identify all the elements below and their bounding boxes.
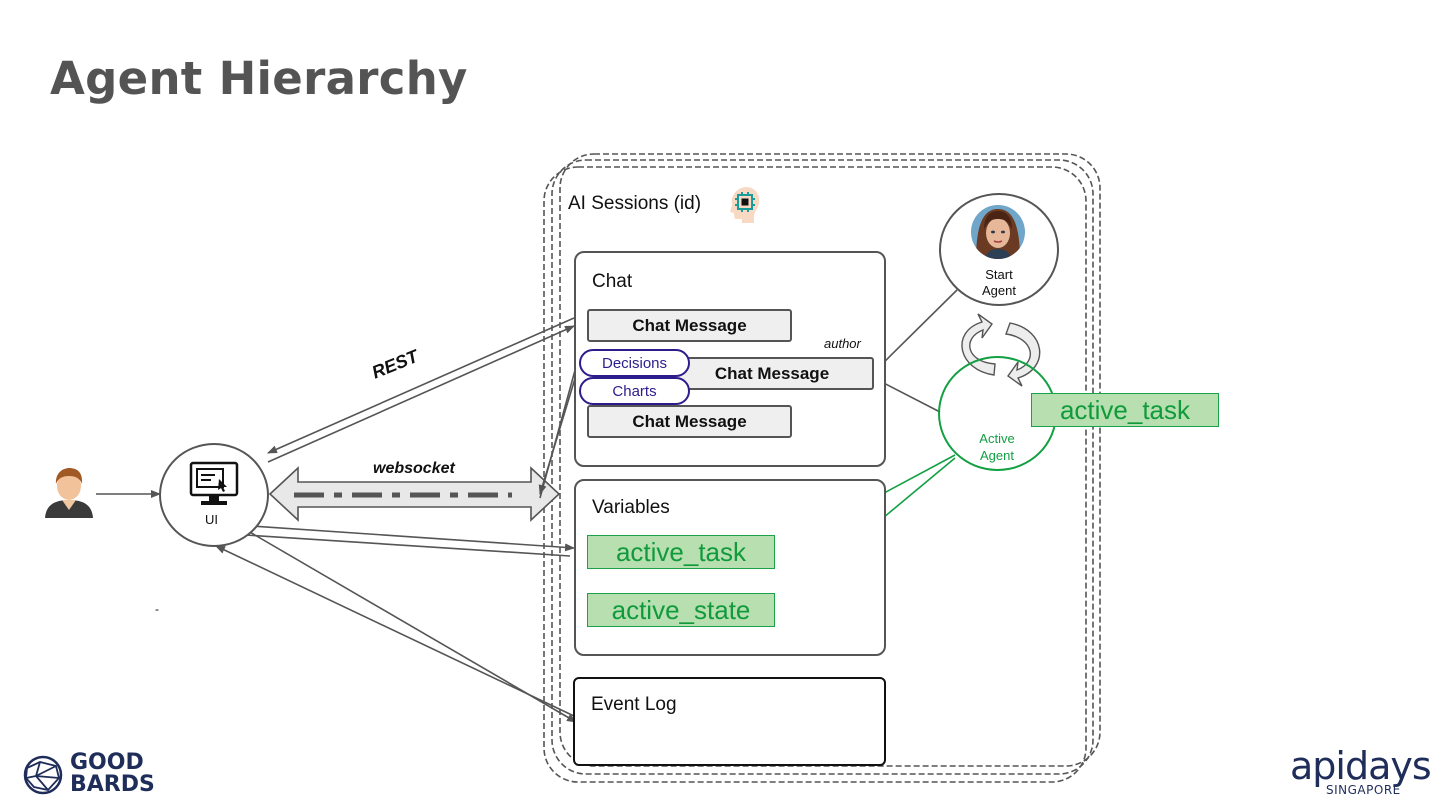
chat-to-ws-arrow [538, 361, 581, 495]
active-agent-label: Active Agent [979, 431, 1015, 463]
active-task-badge: active_task [1031, 393, 1219, 427]
stray-mark: - [155, 602, 159, 616]
ui-label: UI [205, 512, 218, 527]
eventlog-to-ui-arrow [215, 545, 575, 717]
globe-icon [23, 755, 63, 795]
event-log-label: Event Log [591, 694, 677, 715]
author-start-line [873, 289, 958, 373]
sessions-label: AI Sessions (id) [568, 193, 702, 214]
user-person-icon [45, 468, 93, 518]
websocket-label: websocket [373, 460, 455, 477]
chat-message-1: Chat Message [587, 309, 792, 342]
logo-bards-text: BARDS [70, 772, 155, 797]
good-bards-logo: GOOD BARDS [22, 752, 162, 798]
variables-label: Variables [592, 497, 670, 518]
chat-message-2: Chat Message [670, 357, 874, 390]
apidays-logo: apidays SINGAPORE [1290, 744, 1436, 800]
logo-apidays-text: apidays [1290, 744, 1432, 788]
rest-request-arrow [267, 325, 575, 463]
chat-label: Chat [592, 271, 633, 292]
chat-message-3: Chat Message [587, 405, 792, 438]
agent-avatar-icon [971, 205, 1025, 259]
start-agent-label: Start Agent [982, 267, 1016, 298]
variable-active-state: active_state [587, 593, 775, 627]
slide-title: Agent Hierarchy [50, 52, 468, 105]
event-log-box [573, 677, 886, 766]
ai-brain-icon [730, 187, 760, 223]
author-label: author [824, 336, 861, 351]
rest-response-arrow [267, 317, 575, 454]
variable-active-task: active_task [587, 535, 775, 569]
logo-good-text: GOOD [70, 750, 144, 775]
logo-singapore-text: SINGAPORE [1326, 783, 1401, 797]
sessions-frame [543, 153, 1101, 783]
monitor-icon [189, 461, 239, 505]
charts-tag: Charts [579, 377, 690, 405]
websocket-arrow [268, 466, 561, 522]
decisions-tag: Decisions [579, 349, 690, 377]
ui-to-variables-arrow [251, 525, 575, 552]
variables-to-ui-arrow [229, 530, 571, 557]
